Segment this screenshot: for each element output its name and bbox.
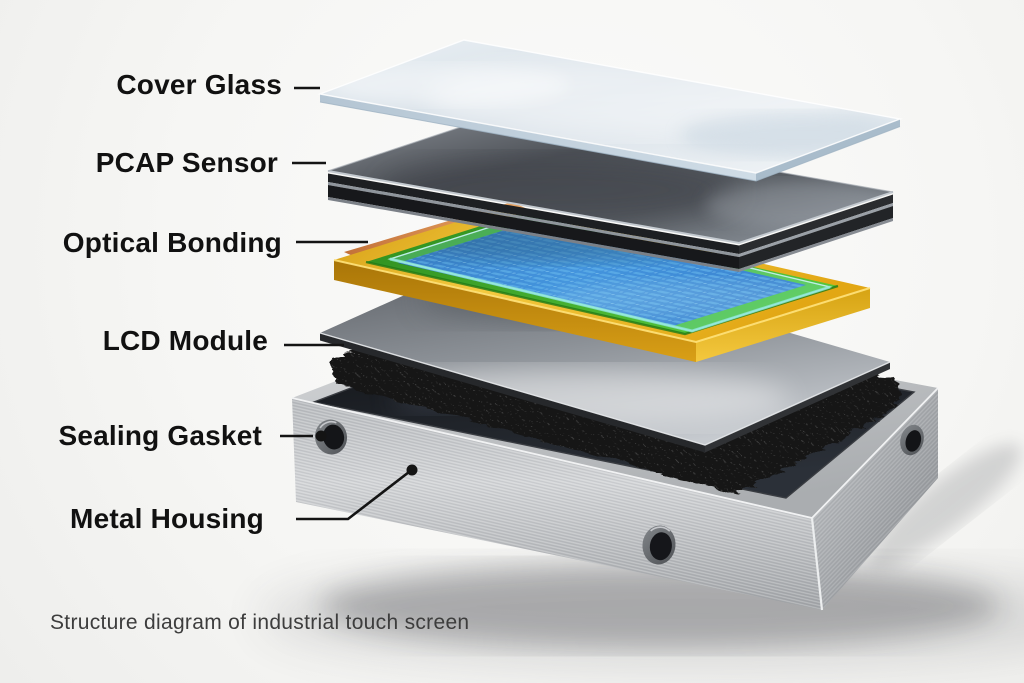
leader-dot-sealing-gasket [315, 430, 327, 442]
mounting-hole-front [642, 525, 676, 565]
label-optical-bonding: Optical Bonding [62, 227, 282, 258]
label-lcd-module: LCD Module [102, 325, 268, 356]
pcap-sensor-layer [327, 119, 894, 272]
diagram-caption: Structure diagram of industrial touch sc… [50, 611, 470, 634]
leader-lines [280, 86, 418, 521]
leader-dot-metal-housing [406, 464, 418, 476]
label-cover-glass: Cover Glass [116, 69, 282, 100]
label-metal-housing: Metal Housing [70, 503, 264, 534]
label-sealing-gasket: Sealing Gasket [58, 420, 262, 451]
optical-bonding-layer [333, 202, 871, 362]
label-pcap-sensor: PCAP Sensor [95, 147, 278, 178]
leader-line-metal-housing [296, 470, 410, 521]
mounting-hole-right [900, 424, 924, 456]
mounting-hole-left [314, 419, 348, 455]
